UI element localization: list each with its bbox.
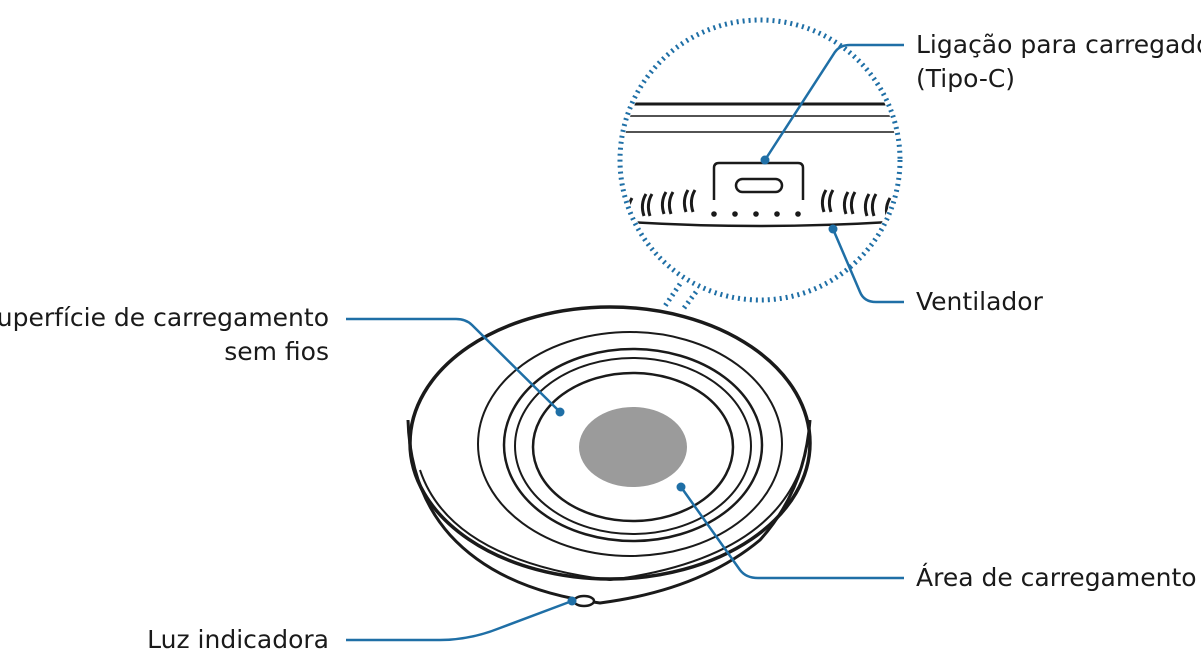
- vent-slots-left: [626, 189, 697, 221]
- port-zoom-inset: [617, 17, 903, 310]
- vent-dots: [711, 211, 801, 217]
- label-surface-line2: sem fios: [224, 337, 329, 366]
- charger-pad: [406, 305, 812, 608]
- charging-area-disc: [579, 407, 687, 487]
- label-surface-line1: Superfície de carregamento: [0, 303, 329, 332]
- indicator-light: [572, 594, 596, 608]
- label-connector-line2: (Tipo-C): [916, 64, 1016, 93]
- label-fan: Ventilador: [916, 287, 1043, 316]
- callout-dots: [555, 155, 838, 606]
- label-connector: Ligação para carregador (Tipo-C): [916, 28, 1201, 96]
- label-connector-line1: Ligação para carregador: [916, 30, 1201, 59]
- callout-lines: [346, 43, 904, 642]
- label-indicator: Luz indicadora: [147, 625, 329, 654]
- usb-c-port: [712, 161, 805, 200]
- label-charging-area: Área de carregamento: [916, 563, 1197, 592]
- vent-slots-right: [820, 189, 892, 221]
- label-surface: Superfície de carregamento sem fios: [0, 301, 329, 369]
